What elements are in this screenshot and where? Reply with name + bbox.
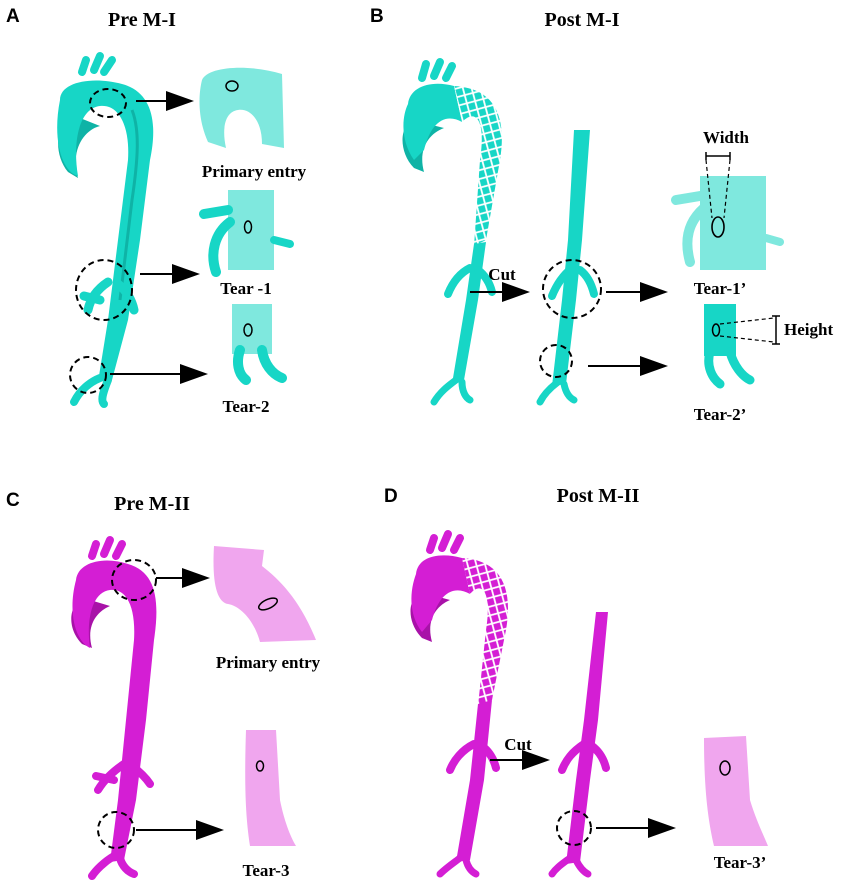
panel-d-letter: D <box>384 486 398 507</box>
label-tear-3: Tear-3 <box>243 861 290 880</box>
panel-c-title: Pre M-II <box>114 493 190 515</box>
label-tear-3-prime: Tear-3’ <box>714 853 767 872</box>
zoom-tear-2-prime <box>704 304 755 389</box>
panel-c-letter: C <box>6 490 20 511</box>
label-cut-d: Cut <box>504 735 532 754</box>
panel-b-letter: B <box>370 6 384 27</box>
label-tear-2-prime: Tear-2’ <box>694 405 747 424</box>
zoom-tear-3 <box>245 730 296 846</box>
label-primary-entry-c: Primary entry <box>216 653 321 672</box>
panel-d-title: Post M-II <box>557 485 640 507</box>
panel-d: D Post M-II Cut Tear-3’ <box>384 485 768 878</box>
stented-aorta-d <box>410 530 509 878</box>
cut-segment-d <box>548 612 610 878</box>
panel-a-letter: A <box>6 6 20 27</box>
aorta-model-c <box>71 536 157 880</box>
zoom-tear-1-prime <box>671 176 784 270</box>
panel-a: A Pre M-I Primary entry T <box>6 6 307 416</box>
label-tear-2: Tear-2 <box>223 397 270 416</box>
label-primary-entry-a: Primary entry <box>202 162 307 181</box>
cut-segment-b <box>536 130 598 406</box>
label-width: Width <box>703 128 750 147</box>
label-cut-b: Cut <box>488 265 516 284</box>
label-tear-1: Tear -1 <box>220 279 271 298</box>
zoom-primary-entry-c <box>213 546 316 642</box>
panel-c: C Pre M-II Primary entry Tear-3 <box>6 490 321 880</box>
label-tear-1-prime: Tear-1’ <box>694 279 747 298</box>
panel-a-title: Pre M-I <box>108 9 176 31</box>
zoom-tear-1 <box>199 190 294 277</box>
panel-b: B Post M-I Cut Wi <box>370 6 833 424</box>
zoom-tear-2 <box>232 304 287 385</box>
aorta-model-a <box>57 52 154 408</box>
zoom-primary-entry-a <box>199 67 284 148</box>
panel-b-title: Post M-I <box>545 9 620 31</box>
zoom-tear-3-prime <box>704 736 768 846</box>
label-height: Height <box>784 320 833 339</box>
stented-aorta-b <box>402 58 502 406</box>
